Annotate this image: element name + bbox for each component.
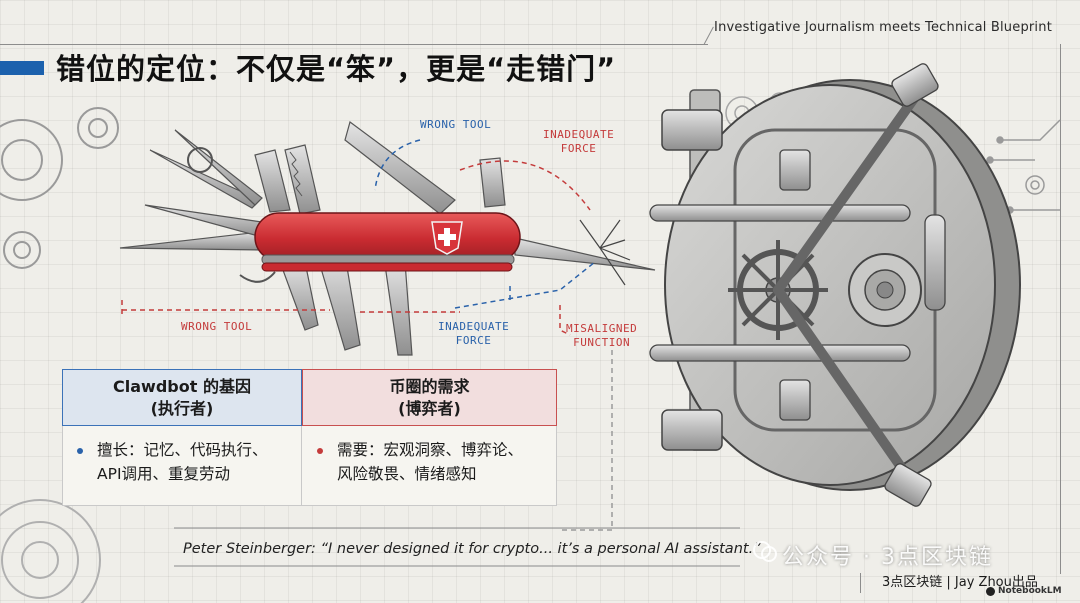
- annotation-misaligned-function: MISALIGNED FUNCTION: [566, 322, 637, 350]
- page-title: 错位的定位：不仅是“笨”，更是“走错门”: [56, 52, 617, 86]
- body-line: API调用、重复劳动: [97, 465, 231, 483]
- notebooklm-icon: [986, 587, 995, 596]
- column-body: 需要：宏观洞察、博弈论、 风险敬畏、情绪感知: [303, 425, 556, 486]
- quote-text: Peter Steinberger: “I never designed it …: [183, 541, 761, 557]
- circuit-icon: [986, 119, 1061, 214]
- vault-door-icon: [649, 63, 1021, 507]
- watermark: 公众号 · 3点区块链: [782, 545, 993, 570]
- annotation-inadequate-force-bottom: INADEQUATE FORCE: [438, 320, 509, 348]
- gear-icon: [0, 499, 101, 603]
- gear-icon: [0, 107, 119, 269]
- annotation-line: FORCE: [560, 142, 597, 155]
- heading-line: Clawdbot 的基因: [113, 376, 251, 396]
- heading-line: (执行者): [150, 398, 214, 418]
- bottom-rule: [860, 573, 861, 593]
- body-line: 风险敬畏、情绪感知: [337, 465, 477, 483]
- bullet-icon: [317, 448, 323, 454]
- header-rule: [0, 44, 708, 45]
- brand-label: NotebookLM: [998, 586, 1062, 596]
- comparison-table: Clawdbot 的基因 (执行者) 擅长：记忆、代码执行、 API调用、重复劳…: [62, 369, 557, 506]
- comparison-column-clawdbot: Clawdbot 的基因 (执行者) 擅长：记忆、代码执行、 API调用、重复劳…: [62, 369, 302, 505]
- credit-text: 3点区块链 | Jay Zhou出品: [882, 575, 1038, 590]
- annotation-line: FUNCTION: [573, 336, 631, 349]
- swiss-army-knife-icon: [119, 120, 656, 356]
- annotation-line: MISALIGNED: [566, 322, 638, 335]
- header-subtitle: Investigative Journalism meets Technical…: [714, 20, 1052, 35]
- heading-line: (博弈者): [398, 398, 461, 418]
- title-accent-bar: [0, 61, 44, 75]
- body-line: 擅长：记忆、代码执行、: [97, 441, 268, 459]
- side-rule: [1060, 44, 1061, 574]
- annotation-line: INADEQUATE: [438, 320, 510, 333]
- annotation-wrong-tool-top: WRONG TOOL: [420, 118, 492, 131]
- column-body: 擅长：记忆、代码执行、 API调用、重复劳动: [63, 425, 301, 486]
- annotation-line: INADEQUATE: [543, 128, 615, 141]
- annotation-line: FORCE: [455, 334, 492, 347]
- column-heading: 币圈的需求 (博弈者): [302, 369, 557, 426]
- bullet-icon: [77, 448, 83, 454]
- heading-line: 币圈的需求: [389, 376, 470, 396]
- annotation-inadequate-force-top: INADEQUATE FORCE: [543, 128, 614, 156]
- column-heading: Clawdbot 的基因 (执行者): [62, 369, 302, 426]
- comparison-column-crypto: 币圈的需求 (博弈者) 需要：宏观洞察、博弈论、 风险敬畏、情绪感知: [302, 369, 557, 505]
- annotation-wrong-tool-bottom: WRONG TOOL: [181, 320, 253, 333]
- wechat-icon: [753, 541, 777, 562]
- body-line: 需要：宏观洞察、博弈论、: [337, 441, 524, 459]
